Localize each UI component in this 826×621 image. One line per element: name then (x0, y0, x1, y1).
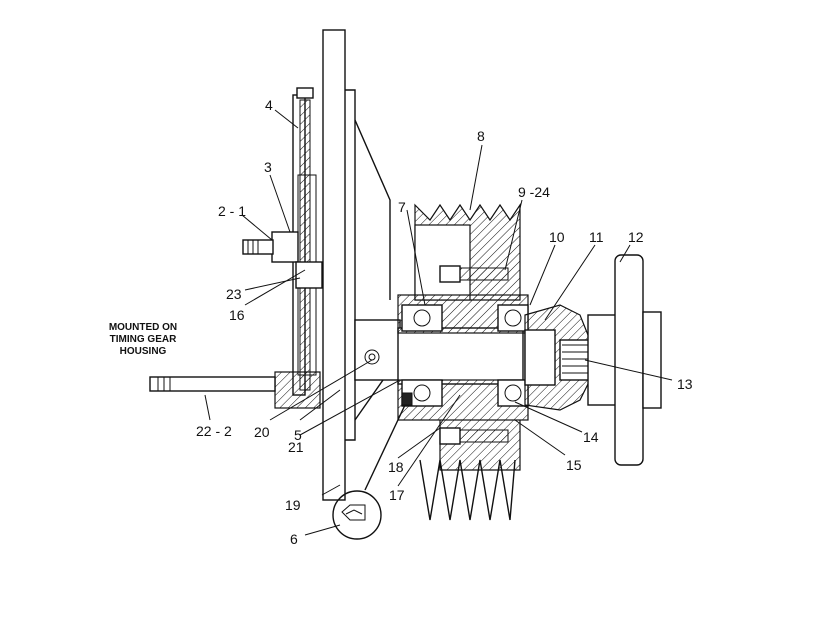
bearings (401, 304, 529, 407)
end-cap (524, 304, 591, 411)
seal-detail-circle (332, 490, 382, 540)
callout-17: 17 (389, 487, 405, 503)
callout-16: 16 (229, 307, 245, 323)
callout-7: 7 (398, 199, 406, 215)
callout-5: 5 (294, 427, 302, 443)
callout-19: 19 (285, 497, 301, 513)
mounting-plate (322, 29, 391, 501)
callout-10: 10 (549, 229, 565, 245)
hub-flange (587, 254, 662, 466)
callout-22-2: 22 - 2 (196, 423, 232, 439)
callout-14: 14 (583, 429, 599, 445)
callout-20: 20 (254, 424, 270, 440)
mounting-note: MOUNTED ON TIMING GEAR HOUSING (109, 322, 177, 357)
adjuster-bracket (242, 87, 323, 409)
note-line-1: MOUNTED ON (109, 322, 177, 333)
pulley-housing (397, 203, 529, 521)
callout-6: 6 (290, 531, 298, 547)
note-line-2: TIMING GEAR (110, 334, 177, 345)
callout-3: 3 (264, 159, 272, 175)
callout-15: 15 (566, 457, 582, 473)
callout-21: 21 (288, 439, 304, 455)
callout-12: 12 (628, 229, 644, 245)
callout-13: 13 (677, 376, 693, 392)
callout-4: 4 (265, 97, 273, 113)
callout-labels: 2 - 1 3 4 5 6 7 8 9 -24 10 11 12 13 14 1… (196, 97, 693, 547)
callout-9-24: 9 -24 (518, 184, 550, 200)
callout-8: 8 (477, 128, 485, 144)
callout-23: 23 (226, 286, 242, 302)
long-stud (149, 376, 276, 392)
callout-2-1: 2 - 1 (218, 203, 246, 219)
callout-11: 11 (589, 229, 604, 245)
note-line-3: HOUSING (120, 346, 167, 357)
callout-18: 18 (388, 459, 404, 475)
leader-lines (204, 109, 673, 536)
